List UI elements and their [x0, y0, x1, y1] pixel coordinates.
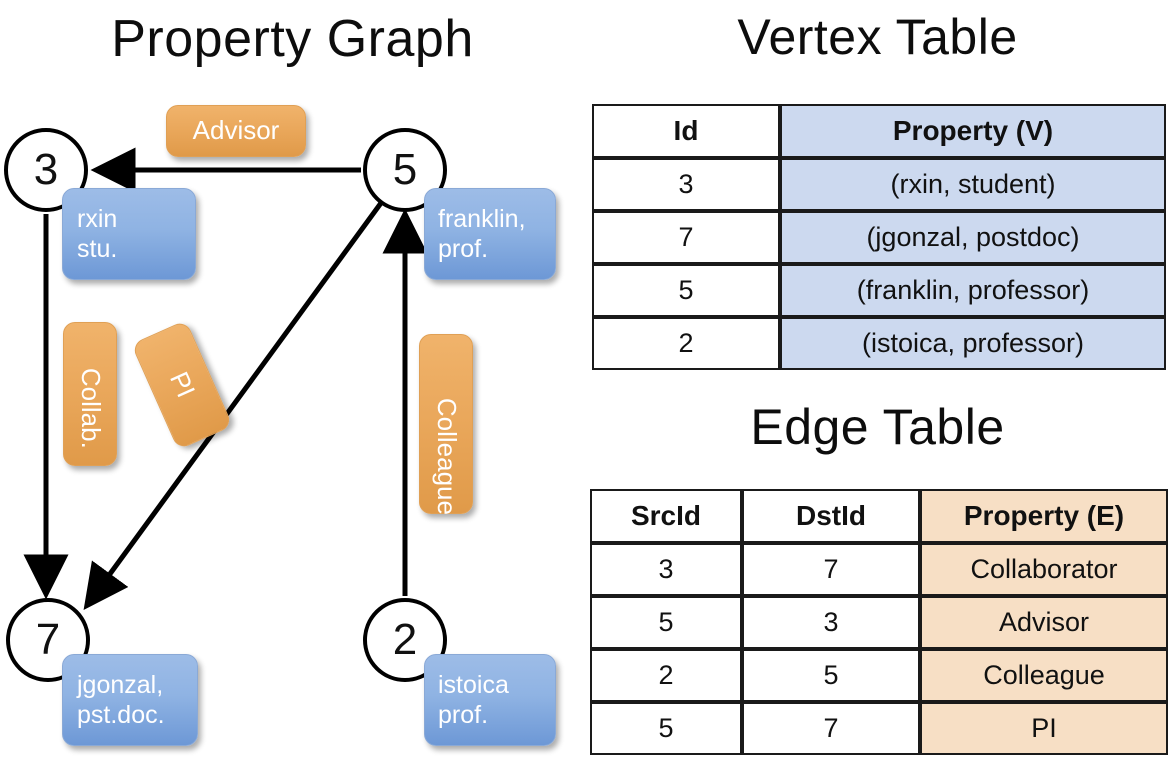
- edge-label-chip-pi-text: PI: [164, 367, 202, 402]
- table-row[interactable]: 5 3 Advisor: [590, 596, 1168, 649]
- vertex-property-chip-2-line1: istoica: [438, 670, 509, 699]
- vertex-property-chip-7-line2: pst.doc.: [77, 701, 165, 729]
- edge-table-header-property: Property (E): [920, 489, 1168, 543]
- graph-node-7-label: 7: [35, 615, 61, 664]
- edge-label-chip-colleague-text: Colleague: [431, 398, 462, 516]
- graph-node-3-label: 3: [33, 145, 59, 194]
- vertex-property-chip-7-line1: jgonzal,: [77, 670, 164, 699]
- vertex-table-cell-property: (rxin, student): [780, 158, 1166, 211]
- edge-5-to-7-pi: [83, 201, 384, 611]
- edge-table-cell-dst: 3: [742, 596, 920, 649]
- edge-label-chip-colleague: Colleague: [419, 334, 473, 516]
- table-row[interactable]: 3 (rxin, student): [592, 158, 1166, 211]
- edge-table-cell-property: PI: [920, 702, 1168, 755]
- vertex-property-chip-3-line2: stu.: [77, 235, 118, 263]
- table-row[interactable]: 5 (franklin, professor): [592, 264, 1166, 317]
- edge-table-cell-src: 3: [590, 543, 742, 596]
- vertex-table-cell-id: 2: [592, 317, 780, 370]
- vertex-property-chip-2-line2: prof.: [438, 701, 489, 729]
- edge-table-cell-src: 5: [590, 702, 742, 755]
- vertex-table-header-property: Property (V): [780, 104, 1166, 158]
- edge-label-chip-collab: Collab.: [63, 322, 117, 466]
- vertex-table-cell-property: (franklin, professor): [780, 264, 1166, 317]
- vertex-table-cell-id: 3: [592, 158, 780, 211]
- property-graph-diagram: 3 5 7 2 rxin stu. franklin, prof. jgonza…: [4, 105, 556, 746]
- vertex-table-cell-property: (jgonzal, postdoc): [780, 211, 1166, 264]
- graph-edges-layer: [23, 147, 428, 611]
- page-title-edge-table: Edge Table: [750, 399, 1005, 455]
- vertex-table-cell-id: 5: [592, 264, 780, 317]
- page-title-property-graph: Property Graph: [111, 10, 474, 68]
- vertex-property-chip-2: istoica prof.: [424, 654, 556, 746]
- edge-table-cell-dst: 7: [742, 543, 920, 596]
- edge-table-cell-property: Advisor: [920, 596, 1168, 649]
- edge-table-header-srcid: SrcId: [590, 489, 742, 543]
- edge-table-cell-property: Colleague: [920, 649, 1168, 702]
- vertex-property-chip-7: jgonzal, pst.doc.: [62, 654, 198, 746]
- vertex-table-header-row: Id Property (V): [592, 104, 1166, 158]
- edge-table-cell-src: 2: [590, 649, 742, 702]
- edge-table: SrcId DstId Property (E) 3 7 Collaborato…: [590, 489, 1168, 755]
- edge-table-cell-src: 5: [590, 596, 742, 649]
- vertex-property-chip-5-line1: franklin,: [438, 204, 526, 233]
- vertex-property-chip-5: franklin, prof.: [424, 188, 556, 280]
- table-row[interactable]: 2 5 Colleague: [590, 649, 1168, 702]
- vertex-table-cell-property: (istoica, professor): [780, 317, 1166, 370]
- vertex-property-chip-3-line1: rxin: [77, 204, 118, 233]
- vertex-table: Id Property (V) 3 (rxin, student) 7 (jgo…: [592, 104, 1166, 370]
- vertex-property-chip-3: rxin stu.: [62, 188, 196, 280]
- edge-table-cell-dst: 7: [742, 702, 920, 755]
- edge-table-header-dstid: DstId: [742, 489, 920, 543]
- edge-table-header-row: SrcId DstId Property (E): [590, 489, 1168, 543]
- table-row[interactable]: 2 (istoica, professor): [592, 317, 1166, 370]
- table-row[interactable]: 7 (jgonzal, postdoc): [592, 211, 1166, 264]
- edge-label-chip-advisor: Advisor: [166, 105, 306, 157]
- edge-table-cell-dst: 5: [742, 649, 920, 702]
- edge-label-chip-collab-text: Collab.: [75, 368, 106, 449]
- table-row[interactable]: 3 7 Collaborator: [590, 543, 1168, 596]
- table-row[interactable]: 5 7 PI: [590, 702, 1168, 755]
- vertex-property-chip-5-line2: prof.: [438, 235, 489, 263]
- page-title-vertex-table: Vertex Table: [737, 9, 1018, 65]
- graph-node-2-label: 2: [392, 615, 418, 664]
- vertex-table-cell-id: 7: [592, 211, 780, 264]
- graph-node-2[interactable]: 2: [363, 598, 447, 682]
- vertex-table-header-id: Id: [592, 104, 780, 158]
- graph-node-5-label: 5: [392, 145, 418, 194]
- edge-table-cell-property: Collaborator: [920, 543, 1168, 596]
- edge-label-chip-advisor-text: Advisor: [192, 115, 280, 146]
